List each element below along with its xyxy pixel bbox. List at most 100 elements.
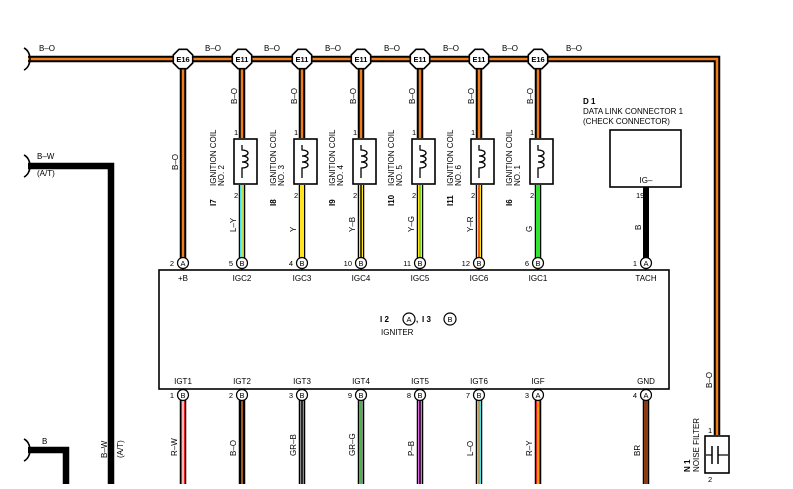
left-bw-note: (A/T)	[37, 169, 55, 178]
coil-title: IGNITION COIL	[269, 129, 278, 186]
data-link-connector: D 1 DATA LINK CONNECTOR 1 (CHECK CONNECT…	[583, 97, 684, 258]
bottom-pin-name: IGT2	[233, 377, 251, 386]
coil-wire-label: Y	[289, 226, 298, 232]
bottom-pin-number: 2	[229, 391, 233, 400]
bottom-pin-name: IGT1	[174, 377, 192, 386]
junction-hexagon-icon: E11	[231, 48, 253, 70]
bottom-pin-number: 3	[289, 391, 293, 400]
bottom-pin-connector: B	[358, 391, 363, 400]
bottom-pin-number: 8	[407, 391, 411, 400]
bottom-bw-note: (A/T)	[116, 440, 125, 458]
bottom-pin-connector: A	[535, 391, 540, 400]
junction-hexagon-icon: E16	[527, 48, 549, 70]
coil-pin-bottom: 2	[294, 191, 298, 200]
pin-connector-badge	[235, 388, 249, 402]
coil-winding-icon	[537, 145, 545, 178]
pin-connector-badge	[295, 256, 309, 270]
junction-hexagon-icon: E11	[350, 48, 372, 70]
top-pin-connector: B	[417, 259, 422, 268]
bottom-pin-name: IGT4	[352, 377, 370, 386]
left-bw-wire: B–W (A/T)	[23, 152, 115, 484]
top-pin-number: 6	[525, 259, 529, 268]
coil-id: I11	[446, 195, 455, 206]
noise-filter-wire-label: B–O	[705, 372, 714, 388]
junction-hexagon-icon: E11	[291, 48, 313, 70]
coil-top-wire-label: B–O	[290, 88, 299, 104]
bottom-wire-label: R–Y	[525, 440, 534, 456]
igniter-id-2: I 3	[422, 315, 431, 324]
top-bus-label: B–O	[39, 44, 55, 53]
igniter-id-1: I 2	[380, 315, 389, 324]
coil-winding-icon	[360, 145, 368, 178]
pin-connector-badge	[295, 388, 309, 402]
dlc-id: D 1	[583, 97, 596, 106]
junction-label: E11	[473, 55, 486, 64]
coil-title: IGNITION COIL	[328, 129, 337, 186]
coil-pin-bottom: 2	[530, 191, 534, 200]
bottom-pin-connector: B	[476, 391, 481, 400]
noise-filter-id: N 1	[683, 459, 692, 472]
coil-id: I9	[328, 199, 337, 206]
coil-number: NO. 5	[395, 165, 404, 186]
pin-connector-badge	[354, 256, 368, 270]
pin-connector-badge	[639, 388, 653, 402]
coil-number: NO. 2	[217, 165, 226, 186]
bottom-wire-label: P–B	[407, 441, 416, 456]
coil-pin-top: 1	[353, 128, 357, 137]
bottom-bw-label: B–W	[100, 440, 109, 458]
dlc-subtitle: (CHECK CONNECTOR)	[583, 117, 670, 126]
junction-label: E11	[355, 55, 368, 64]
dlc-pin: 19	[636, 191, 644, 200]
top-pin-connector: B	[239, 259, 244, 268]
coil-wire-label: Y–R	[466, 216, 475, 232]
coil-wire-label: Y–B	[348, 217, 357, 232]
top-pin-connector: B	[535, 259, 540, 268]
coil-wire-label: G	[525, 226, 534, 232]
top-bus-label: B–O	[205, 44, 221, 53]
bottom-pin-name: IGT5	[411, 377, 429, 386]
bottom-wire-label: L–O	[466, 441, 475, 456]
pin-connector-badge	[413, 256, 427, 270]
coil-pin-top: 1	[294, 128, 298, 137]
top-pin-number: 4	[289, 259, 293, 268]
coil-pin-bottom: 2	[471, 191, 475, 200]
coil-top-wire-label: B–O	[230, 88, 239, 104]
igniter-box	[158, 269, 670, 390]
coil-top-wire-label: B–O	[408, 88, 417, 104]
top-bus-label: B–O	[384, 44, 400, 53]
junction-label: E11	[296, 55, 309, 64]
top-pin-name: IGC2	[233, 274, 252, 283]
dlc-title: DATA LINK CONNECTOR 1	[583, 107, 684, 116]
wire-break-left	[23, 154, 31, 178]
coil-title: IGNITION COIL	[387, 129, 396, 186]
bottom-pin-name: IGT6	[470, 377, 488, 386]
junction-hexagon-icon: E16	[172, 48, 194, 70]
coil-winding-icon	[419, 145, 427, 178]
bottom-pin-name: GND	[637, 377, 655, 386]
top-bus-wire	[23, 47, 721, 435]
coil-pin-bottom: 2	[353, 191, 357, 200]
bottom-pin-name: IGT3	[293, 377, 311, 386]
pin-connector-badge	[531, 388, 545, 402]
top-pin-name: IGC6	[470, 274, 489, 283]
coil-wire-label: Y–G	[407, 216, 416, 232]
pin-connector-badge	[176, 256, 190, 270]
top-pin-connector: A	[180, 259, 185, 268]
igniter-conn-b: B	[447, 315, 452, 324]
igniter-conn-b-badge	[443, 312, 457, 326]
pin-connector-badge	[354, 388, 368, 402]
dlc-wire-label: B	[634, 225, 643, 230]
top-bus-label: B–O	[502, 44, 518, 53]
coil-pin-top: 1	[530, 128, 534, 137]
coil-wire-label: L–Y	[229, 217, 238, 232]
